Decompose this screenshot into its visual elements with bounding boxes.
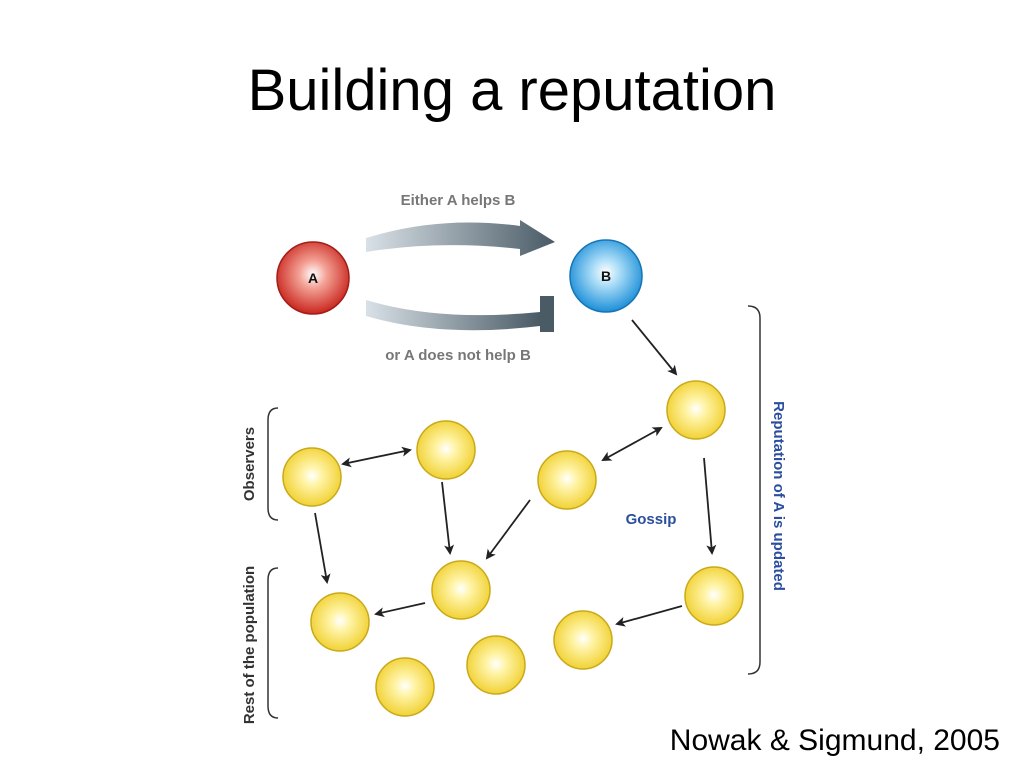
arrow-left: [615, 605, 683, 627]
arrow-left: [374, 602, 426, 618]
population-node: [537, 450, 597, 510]
observers-bracket: [267, 407, 279, 521]
node-a: A: [276, 241, 350, 315]
arrow-down: [314, 512, 331, 584]
node-a-label: A: [308, 270, 318, 286]
population-nodes: [282, 380, 744, 717]
reputation-label: Reputation of A is updated: [770, 401, 787, 591]
arrow-down: [441, 481, 455, 555]
population-node: [310, 592, 370, 652]
arrow-diagonal: [485, 499, 531, 560]
rest-label: Rest of the population: [241, 566, 258, 724]
no-help-arrow: [366, 296, 554, 332]
population-node: [282, 447, 342, 507]
population-node: [431, 560, 491, 620]
observers-label: Observers: [241, 427, 258, 501]
slide-title: Building a reputation: [247, 58, 777, 123]
bottom-arrow-label: or A does not help B: [385, 347, 531, 364]
arrow-down: [703, 457, 717, 555]
arrow-two-way: [601, 427, 663, 461]
population-node: [684, 566, 744, 626]
node-b-label: B: [601, 268, 611, 284]
population-node: [466, 635, 526, 695]
gossip-arrows: [314, 319, 717, 627]
population-node: [416, 420, 476, 480]
node-b: B: [569, 239, 643, 313]
rest-bracket: [267, 567, 279, 719]
population-node: [553, 610, 613, 670]
population-node: [375, 657, 435, 717]
help-arrow: [366, 220, 555, 256]
arrow-two-way: [341, 446, 412, 468]
arrow-b-to-observer: [631, 319, 678, 376]
top-arrow-label: Either A helps B: [401, 192, 516, 209]
gossip-label: Gossip: [626, 511, 677, 528]
citation: Nowak & Sigmund, 2005: [669, 724, 1000, 757]
population-node: [666, 380, 726, 440]
reputation-bracket: [747, 305, 761, 675]
